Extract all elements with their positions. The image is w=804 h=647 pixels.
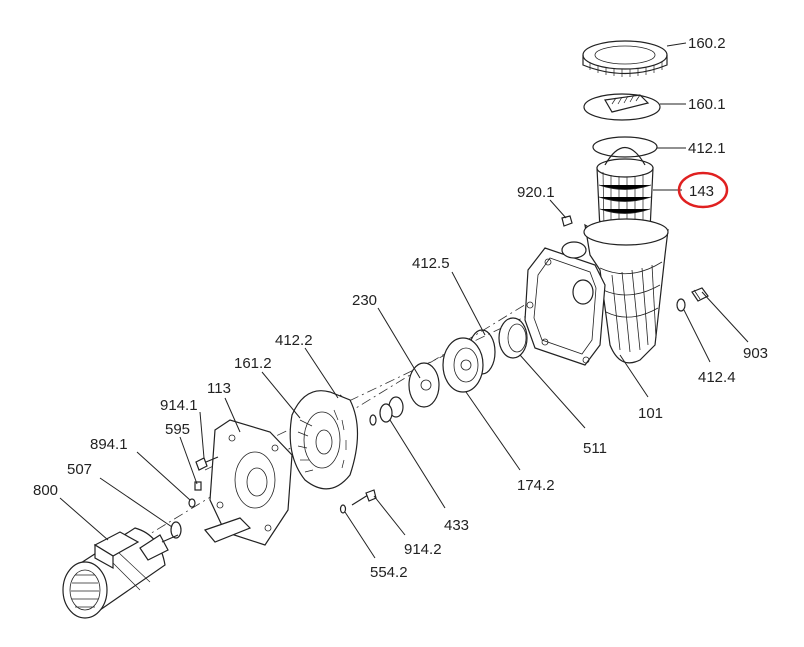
label-160-1: 160.1 <box>688 96 726 113</box>
part-511-wear-ring <box>498 317 528 359</box>
label-412-4: 412.4 <box>698 369 736 386</box>
part-894-1 <box>188 498 196 508</box>
label-412-5: 412.5 <box>412 255 450 272</box>
label-595: 595 <box>165 421 190 438</box>
part-554-2-washer <box>339 504 347 514</box>
label-800: 800 <box>33 482 58 499</box>
leader-lines <box>59 42 749 559</box>
part-914-1-bolt <box>195 456 219 471</box>
label-230: 230 <box>352 292 377 309</box>
label-903: 903 <box>743 345 768 362</box>
part-412-1-oring <box>592 136 658 158</box>
part-595 <box>194 481 202 491</box>
part-903-plug <box>691 287 709 302</box>
highlight-circle <box>677 171 729 209</box>
part-433-seal <box>369 396 404 426</box>
label-113: 113 <box>207 380 231 397</box>
part-101-pump-housing <box>524 218 669 366</box>
part-507-ring <box>170 521 182 539</box>
label-412-2: 412.2 <box>275 332 313 349</box>
label-914-2: 914.2 <box>404 541 442 558</box>
label-894-1: 894.1 <box>90 436 128 453</box>
part-920-1-nut <box>561 215 573 227</box>
part-230-impeller <box>408 362 440 408</box>
label-920-1: 920.1 <box>517 184 555 201</box>
label-412-1: 412.1 <box>688 140 726 157</box>
label-101: 101 <box>638 405 663 422</box>
highlight-143 <box>677 171 729 209</box>
part-161-2-casing-cover <box>289 390 359 490</box>
part-160-2-lid-ring <box>582 40 668 77</box>
part-914-2-screw <box>351 489 377 506</box>
part-labels: 160.2 160.1 412.1 143 920.1 412.5 230 41… <box>33 35 768 581</box>
part-113-bracket <box>203 419 293 546</box>
label-554-2: 554.2 <box>370 564 408 581</box>
part-800-motor <box>62 527 179 619</box>
label-511: 511 <box>583 440 607 457</box>
label-507: 507 <box>67 461 92 478</box>
label-161-2: 161.2 <box>234 355 272 372</box>
part-412-4-oring <box>676 298 686 312</box>
label-160-2: 160.2 <box>688 35 726 52</box>
label-433: 433 <box>444 517 469 534</box>
label-174-2: 174.2 <box>517 477 555 494</box>
part-174-2-diffuser <box>442 337 484 393</box>
label-143: 143 <box>689 183 714 200</box>
part-160-1-cover <box>583 93 661 121</box>
label-914-1: 914.1 <box>160 397 198 414</box>
